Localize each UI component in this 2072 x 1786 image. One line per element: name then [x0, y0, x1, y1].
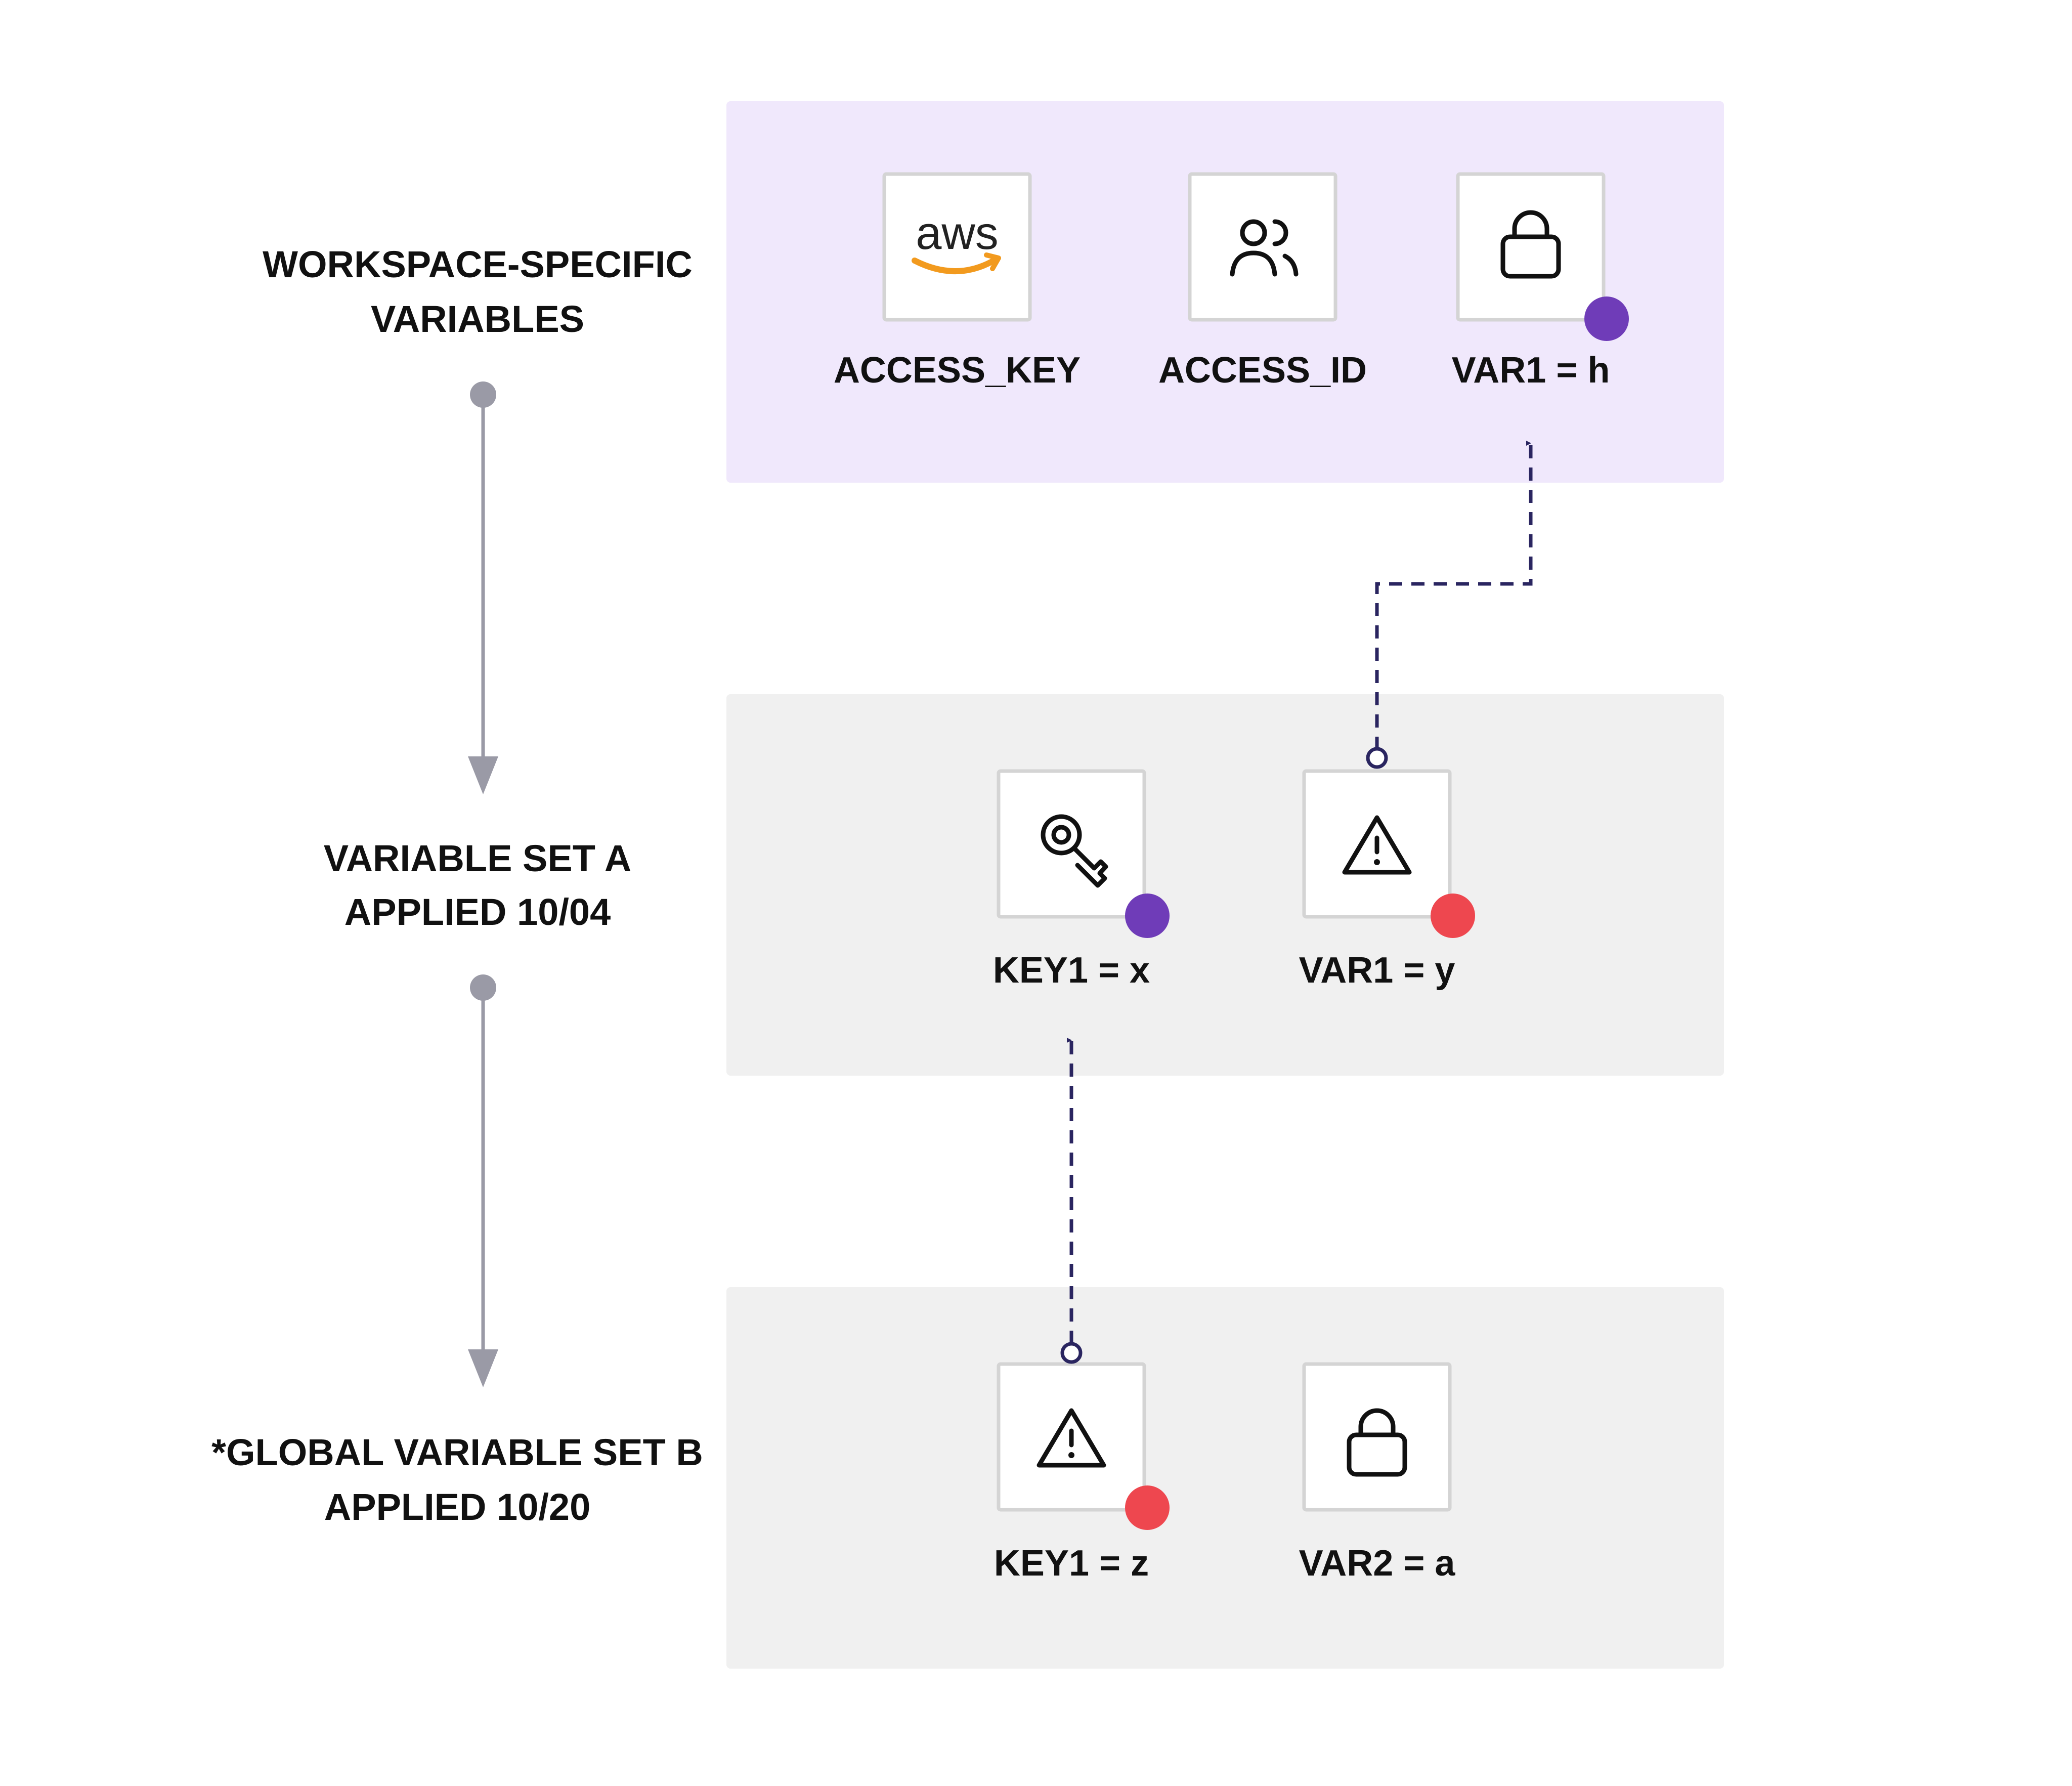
purple-badge — [1584, 296, 1629, 341]
aws-logo-icon: aws — [912, 207, 1001, 274]
timeline-dot — [470, 974, 496, 1001]
variable-label: KEY1 = x — [993, 950, 1150, 991]
set-b-row-label-line1: *GLOBAL VARIABLE SET B — [211, 1431, 703, 1473]
set-a-row-label-line1: VARIABLE SET A — [324, 837, 631, 879]
set-a-row-label-line2: APPLIED 10/04 — [344, 891, 611, 933]
lock-icon — [1500, 210, 1561, 279]
variable-label: VAR1 = h — [1452, 350, 1610, 391]
variable-card-var1-h: VAR1 = h — [1452, 172, 1629, 391]
key-icon — [1041, 814, 1108, 888]
red-badge — [1125, 1485, 1170, 1530]
variable-tile — [997, 769, 1146, 919]
variable-card-var2-a: VAR2 = a — [1299, 1362, 1456, 1584]
workspace-row-label-line2: VARIABLES — [371, 298, 584, 340]
variable-card-access-key: aws ACCESS_KEY — [834, 172, 1081, 391]
override-connector-key1 — [1060, 1038, 1083, 1364]
variable-tile — [882, 172, 1032, 322]
timeline-arrowhead — [468, 1349, 498, 1387]
variable-label: KEY1 = z — [994, 1543, 1149, 1584]
variable-card-access-id: ACCESS_ID — [1158, 172, 1367, 391]
variable-set-a-panel — [726, 694, 1724, 1076]
variable-set-b-panel — [726, 1287, 1724, 1669]
lock-icon — [1347, 1408, 1407, 1477]
connector-origin — [1366, 747, 1388, 769]
variable-card-key1-x: KEY1 = x — [993, 769, 1170, 991]
variable-tile — [1456, 172, 1606, 322]
variable-tile — [1188, 172, 1337, 322]
variable-card-var1-y: VAR1 = y — [1299, 769, 1475, 991]
override-connector-var1 — [1366, 441, 1533, 769]
variable-label: VAR2 = a — [1299, 1543, 1456, 1584]
variable-label: VAR1 = y — [1299, 950, 1455, 991]
timeline-dot — [470, 381, 496, 408]
purple-badge — [1125, 894, 1170, 938]
warning-icon — [1037, 1408, 1106, 1468]
users-icon — [1230, 219, 1299, 277]
warning-icon — [1342, 815, 1412, 875]
set-b-row-label-line2: APPLIED 10/20 — [324, 1486, 590, 1528]
connector-origin — [1060, 1342, 1083, 1364]
aws-logo-text: aws — [916, 207, 999, 259]
timeline-arrowhead — [468, 756, 498, 794]
variable-label: ACCESS_KEY — [834, 350, 1081, 391]
variable-card-key1-z: KEY1 = z — [994, 1362, 1170, 1584]
workspace-row-label-line1: WORKSPACE-SPECIFIC — [263, 243, 693, 285]
timeline — [468, 381, 498, 1387]
variable-label: ACCESS_ID — [1158, 350, 1367, 391]
red-badge — [1431, 894, 1475, 938]
